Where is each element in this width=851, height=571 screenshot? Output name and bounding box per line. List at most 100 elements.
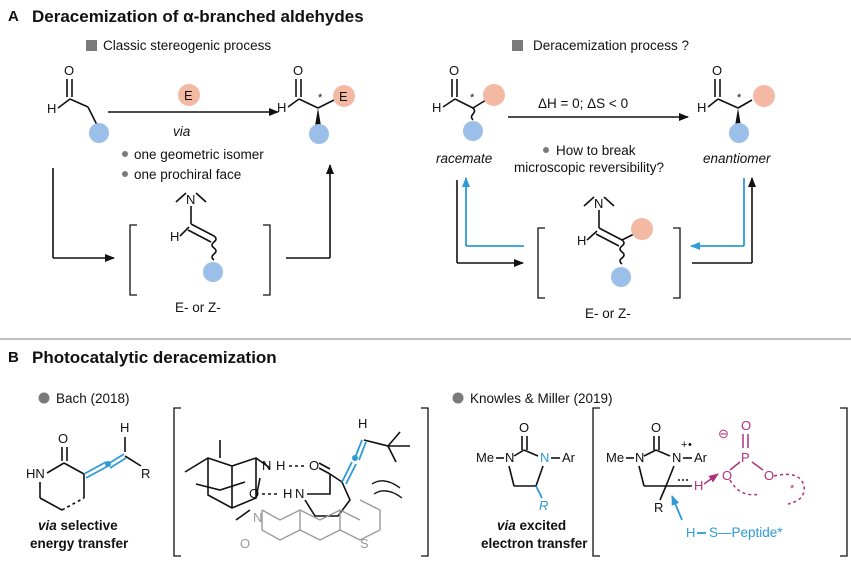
stereo-star: * — [470, 92, 475, 104]
atom-N: N — [672, 450, 681, 465]
derac-heading: Deracemization process ? — [533, 38, 689, 53]
atom-H: H — [283, 486, 292, 501]
substituent-ball-orange — [631, 218, 653, 240]
atom-H: H — [432, 100, 441, 115]
bullet-geometric: one geometric isomer — [134, 147, 264, 162]
square-bullet-icon — [512, 40, 523, 51]
electrophile-ball — [333, 85, 355, 107]
isomer-label-left: E- or Z- — [175, 300, 221, 315]
racemate-structure: O H * — [432, 63, 505, 141]
substituent-ball — [611, 267, 631, 287]
isomer-label-right: E- or Z- — [585, 306, 631, 321]
atom-O: O — [449, 63, 459, 78]
atom-Ar: Ar — [694, 450, 708, 465]
enamine-derac-structure: N H — [577, 196, 653, 287]
stereo-star: * — [790, 483, 795, 495]
bullet-icon — [543, 147, 549, 153]
atom-O: O — [764, 468, 774, 483]
substituent-ball — [89, 123, 109, 143]
atom-H: H — [170, 229, 179, 244]
enamine-structure: N H — [170, 192, 223, 282]
enantiomer-label: enantiomer — [703, 151, 771, 166]
bracket-right — [421, 407, 429, 557]
atom-O: O — [741, 418, 751, 433]
atom-O: O — [58, 431, 68, 446]
atom-R: R — [539, 498, 548, 513]
atom-O: O — [651, 420, 661, 435]
bracket-left — [537, 227, 545, 299]
anion-minus: ⊖ — [718, 426, 729, 441]
bach-allene-lactam: O HN H R — [26, 420, 150, 511]
bach-ref: Bach (2018) — [56, 391, 130, 406]
bracket-left — [173, 407, 181, 557]
substituent-ball-orange — [483, 84, 505, 106]
knowles-ref: Knowles & Miller (2019) — [470, 391, 613, 406]
panel-b-letter: B — [8, 349, 19, 366]
atom-H: H — [694, 478, 703, 493]
atom-H: H — [358, 416, 367, 431]
atom-H: H — [276, 458, 285, 473]
atom-N: N — [635, 450, 644, 465]
atom-H: H — [277, 100, 286, 115]
atom-Me: Me — [476, 450, 494, 465]
bullet-icon — [122, 171, 128, 177]
square-bullet-icon — [86, 40, 97, 51]
aldehyde-product-structure: O H * E — [277, 63, 355, 144]
bullet-prochiral: one prochiral face — [134, 167, 241, 182]
peptide-thiol-label: S—Peptide* — [709, 525, 783, 540]
bracket-left — [592, 407, 600, 557]
classic-heading: Classic stereogenic process — [103, 38, 271, 53]
substituent-ball — [309, 124, 329, 144]
atom-N: N — [262, 458, 271, 473]
aldehyde-start-structure: O H — [47, 63, 109, 143]
stereo-star: * — [737, 92, 742, 104]
bracket-right — [840, 407, 848, 557]
atom-H: H — [47, 101, 56, 116]
atom-S: S — [360, 536, 369, 551]
enantiomer-structure: O H * — [697, 63, 775, 143]
panel-b-title: Photocatalytic deracemization — [32, 348, 277, 367]
atom-HN: HN — [26, 466, 45, 481]
atom-N: N — [186, 192, 195, 207]
bullet-icon — [38, 392, 50, 404]
atom-H: H — [120, 420, 129, 435]
bullet-icon — [452, 392, 464, 404]
bracket-left — [129, 224, 137, 296]
bracket-right — [263, 224, 271, 296]
bracket-right — [673, 227, 681, 299]
electrophile-ball — [178, 84, 200, 106]
atom-R: R — [654, 500, 663, 515]
atom-O: O — [64, 63, 74, 78]
atom-O: O — [249, 486, 259, 501]
racemate-label: racemate — [436, 151, 492, 166]
atom-N: N — [505, 450, 514, 465]
bach-caption-line2: energy transfer — [30, 536, 129, 551]
substituent-ball — [203, 262, 223, 282]
via-text: via — [497, 518, 516, 533]
caption-part: excited — [520, 518, 567, 533]
question-line2: microscopic reversibility? — [514, 160, 664, 175]
atom-O: O — [722, 468, 732, 483]
stereo-star: * — [318, 92, 323, 104]
thermo-label: ΔH = 0; ΔS < 0 — [538, 96, 628, 111]
bach-catalyst-complex: N H O O H N H N O S — [184, 416, 410, 551]
knowles-ion-pair-complex: O Me N N + • Ar R H O ⊖ P O O * — [606, 418, 805, 540]
atom-Ar: Ar — [562, 450, 576, 465]
atom-H: H — [577, 233, 586, 248]
atom-H: H — [686, 525, 695, 540]
atom-H: H — [697, 100, 706, 115]
substituent-ball — [463, 121, 483, 141]
atom-O: O — [240, 536, 250, 551]
knowles-caption-line2: electron transfer — [481, 536, 588, 551]
atom-N: N — [540, 450, 549, 465]
atom-Me: Me — [606, 450, 624, 465]
atom-O: O — [519, 420, 529, 435]
imidazolidinone-structure: O Me N N Ar R — [476, 420, 576, 513]
substituent-ball — [729, 123, 749, 143]
atom-O: O — [293, 63, 303, 78]
atom-R: R — [141, 466, 150, 481]
electrophile-label: E — [184, 88, 193, 103]
atom-O: O — [712, 63, 722, 78]
via-text: via — [38, 518, 57, 533]
